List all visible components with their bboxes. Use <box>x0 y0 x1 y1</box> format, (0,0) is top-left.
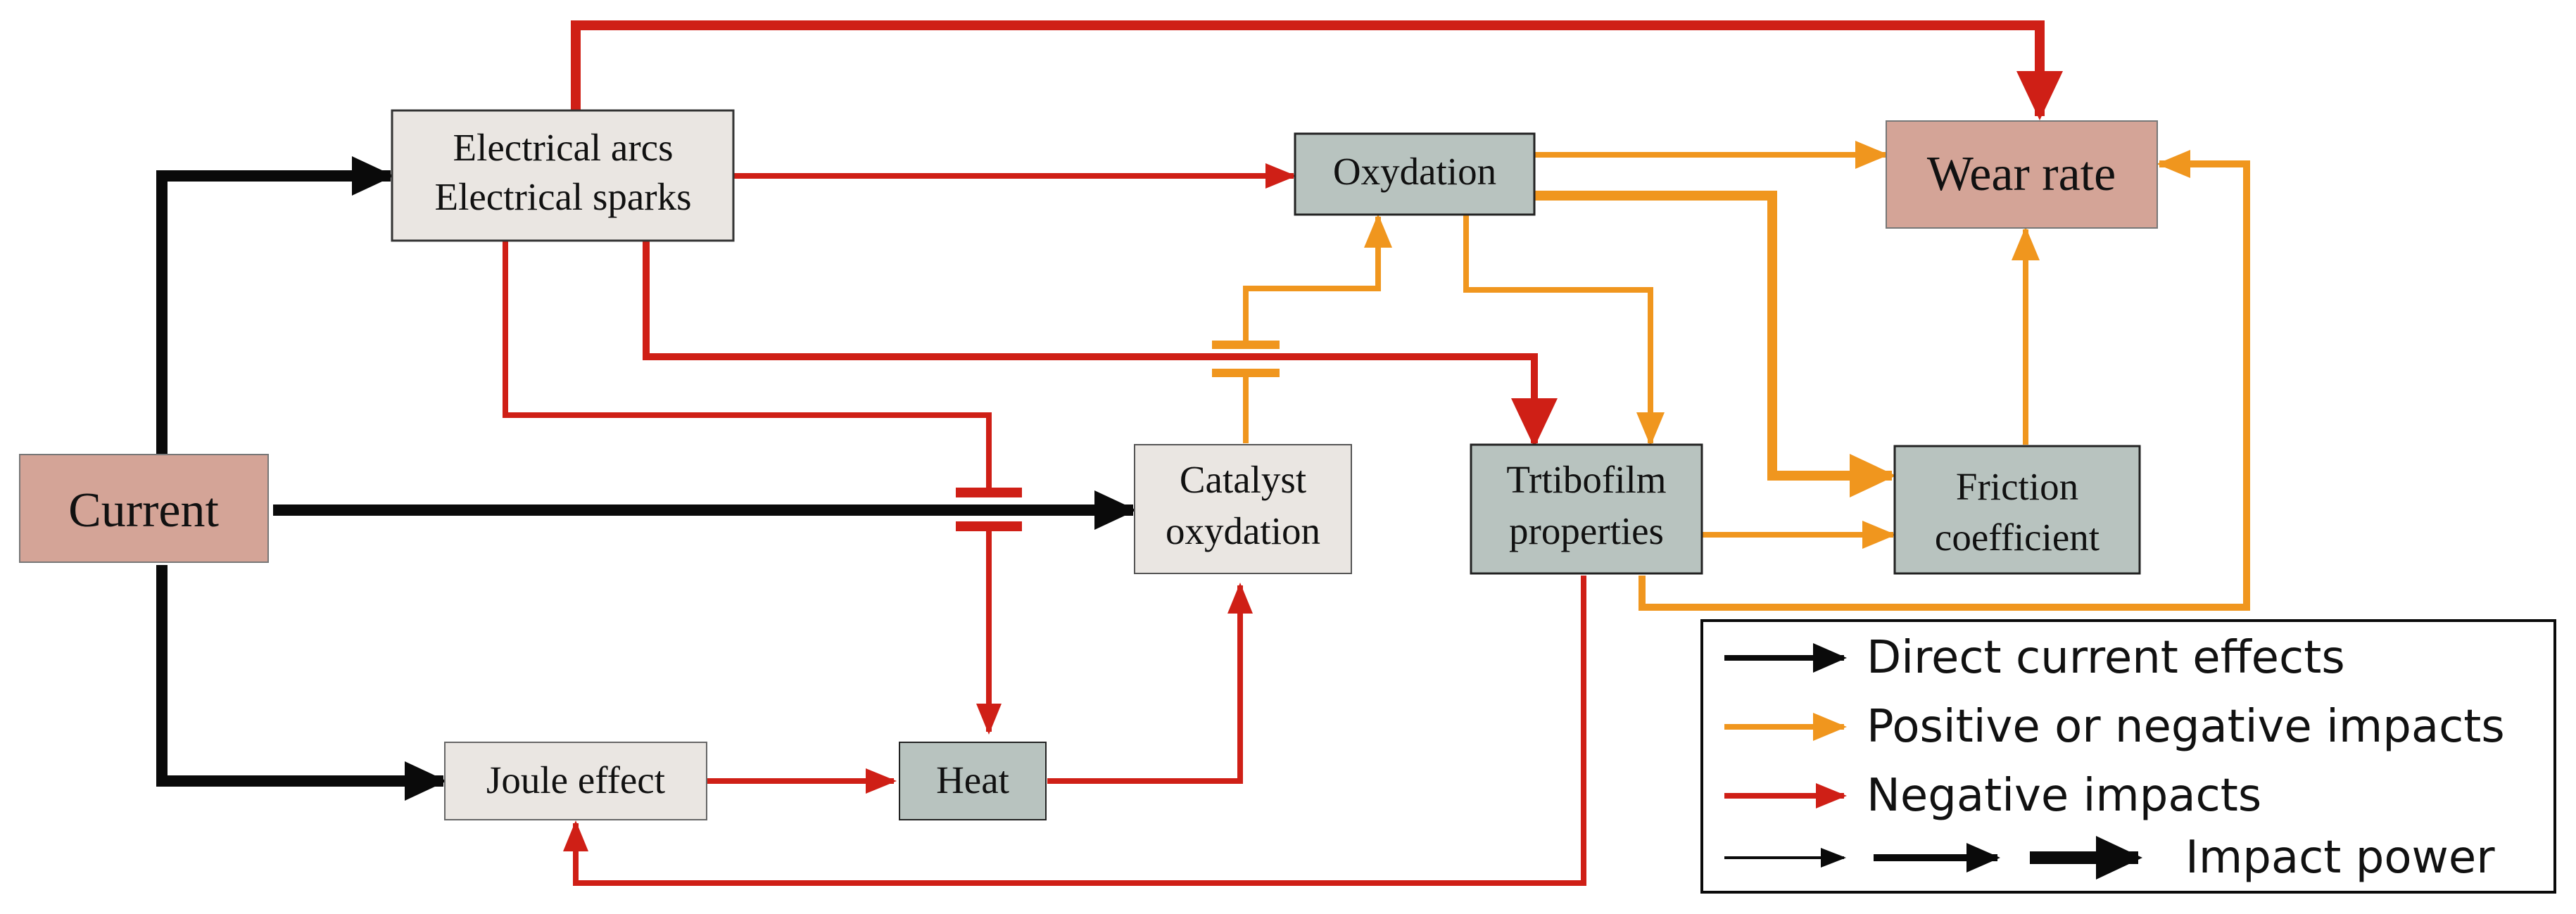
node-electrical-arcs: Electrical arcs Electrical sparks <box>391 109 735 242</box>
tribofilm-label-line1: Trtibofilm <box>1506 458 1666 501</box>
arrow-oxydation-to-friction <box>1534 191 1896 497</box>
legend: Direct current effects Positive or negat… <box>1700 619 2556 894</box>
arrow-current-to-joule <box>156 565 447 801</box>
friction-label-line1: Friction <box>1956 465 2078 508</box>
legend-direct-label: Direct current effects <box>1867 632 2345 684</box>
arrow-oxydation-to-tribofilm <box>1463 215 1665 446</box>
arcs-label-line2: Electrical sparks <box>435 175 692 218</box>
node-oxydation: Oxydation <box>1294 132 1536 216</box>
joule-label: Joule effect <box>486 759 665 801</box>
arcs-label-line1: Electrical arcs <box>453 126 674 169</box>
negative-arrows <box>503 20 2063 886</box>
node-current: Current <box>19 454 269 563</box>
arrow-arcs-to-heat-upper <box>503 241 992 493</box>
heat-label: Heat <box>936 759 1009 801</box>
node-tribofilm-properties: Trtibofilm properties <box>1470 443 1703 575</box>
arrow-tribofilm-to-wear-rate <box>1639 150 2250 611</box>
friction-label-line2: coefficient <box>1935 516 2100 559</box>
catalyst-label-line2: oxydation <box>1166 509 1320 552</box>
arrow-arcs-to-tribofilm <box>643 241 1558 448</box>
arrow-current-to-arcs <box>156 156 394 454</box>
arrow-tribofilm-to-joule <box>563 576 1586 886</box>
arrow-catalyst-to-oxydation-upper <box>1243 214 1392 345</box>
node-joule-effect: Joule effect <box>444 742 707 820</box>
arrow-arcs-to-wear-rate <box>571 20 2063 120</box>
catalyst-label-line1: Catalyst <box>1180 458 1306 501</box>
node-friction-coefficient: Friction coefficient <box>1893 445 2141 575</box>
tribofilm-label-line2: properties <box>1509 509 1664 552</box>
legend-mixed-label: Positive or negative impacts <box>1867 701 2505 753</box>
direct-arrows <box>156 156 1137 801</box>
legend-negative-label: Negative impacts <box>1867 770 2261 822</box>
current-label: Current <box>68 483 219 538</box>
arrow-heat-to-catalyst <box>1047 583 1253 784</box>
node-catalyst-oxydation: Catalyst oxydation <box>1134 444 1352 574</box>
node-wear-rate: Wear rate <box>1886 120 2158 229</box>
mixed-arrows <box>1212 141 2250 611</box>
oxydation-label: Oxydation <box>1333 150 1496 193</box>
node-heat: Heat <box>899 742 1047 820</box>
wear-rate-label: Wear rate <box>1927 147 2116 201</box>
legend-power-label: Impact power <box>2185 832 2495 884</box>
